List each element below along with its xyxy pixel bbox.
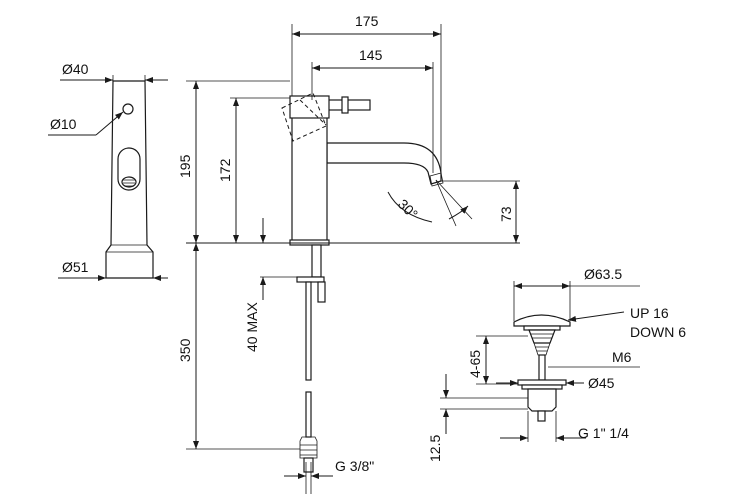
waste-cap xyxy=(513,314,571,327)
dim-195: 195 xyxy=(177,154,193,178)
dim-g38: G 3/8" xyxy=(335,458,374,474)
popup-waste: Ø63.5 UP 16 DOWN 6 4-65 M6 Ø45 12.5 G 1"… xyxy=(427,266,686,462)
label-up16: UP 16 xyxy=(630,305,669,321)
handle-pin-circle xyxy=(122,103,134,115)
body-column xyxy=(291,97,328,245)
label-down6: DOWN 6 xyxy=(630,324,686,340)
dim-d40: Ø40 xyxy=(62,61,89,77)
dim-350: 350 xyxy=(177,338,193,362)
dim-145: 145 xyxy=(359,47,383,63)
waste-body xyxy=(527,388,557,412)
dim-g1-14: G 1" 1/4 xyxy=(578,425,629,441)
dim-73: 73 xyxy=(498,206,514,222)
dim-d51: Ø51 xyxy=(62,259,89,275)
dim-172: 172 xyxy=(217,158,233,182)
dim-d10: Ø10 xyxy=(50,116,77,132)
dim-175: 175 xyxy=(355,13,379,29)
front-view: 175 145 195 172 73 30° 40 MAX 350 G 3/8" xyxy=(177,13,520,494)
side-view: Ø40 Ø10 Ø51 xyxy=(48,61,168,281)
waste-flange xyxy=(517,379,567,386)
label-m6: M6 xyxy=(612,349,632,365)
dim-4-65: 4-65 xyxy=(467,350,483,378)
dim-30deg: 30° xyxy=(395,196,421,222)
dim-12-5: 12.5 xyxy=(427,435,443,462)
supply-hose xyxy=(305,281,312,381)
dim-d63-5: Ø63.5 xyxy=(584,266,622,282)
dim-d45: Ø45 xyxy=(588,375,615,391)
dim-40max: 40 MAX xyxy=(244,302,260,352)
spout xyxy=(326,142,442,185)
cartridge-cap xyxy=(289,95,330,119)
lever-handle-open-ghost xyxy=(281,92,327,142)
threaded-shank xyxy=(311,244,322,278)
